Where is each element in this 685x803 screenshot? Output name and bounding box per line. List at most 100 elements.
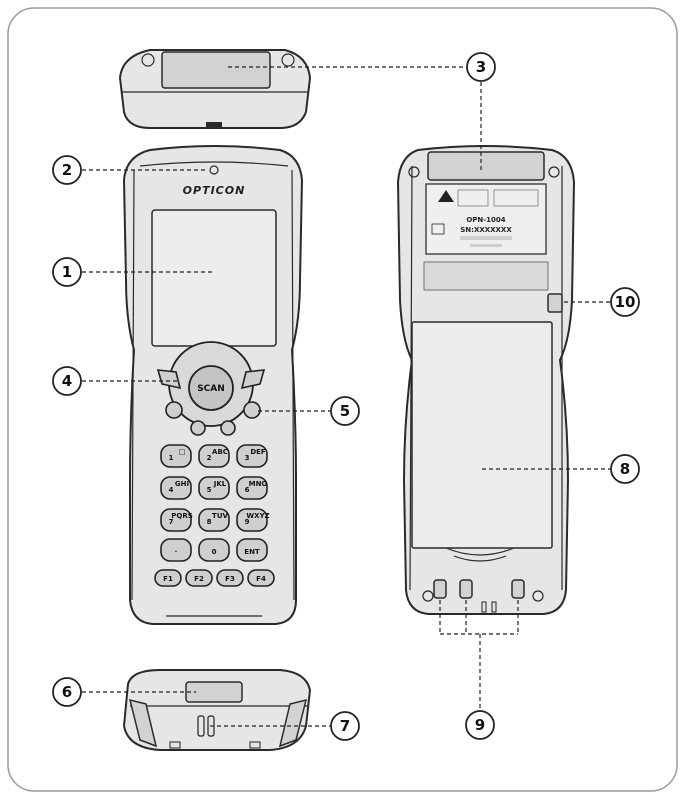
function-key-f1[interactable]: F1 [154, 569, 182, 587]
label-company-line [460, 236, 512, 240]
label-text-block-right [493, 189, 539, 207]
front-view: OPTICON SCAN 1□2ABC3DEF4GHI5JKL6MNO7PQRS… [122, 145, 304, 625]
key-cap[interactable] [160, 508, 192, 532]
battery-cover-latch [445, 547, 515, 556]
callout-number: 7 [340, 717, 350, 735]
key-cap[interactable] [236, 476, 268, 500]
callout-8: 8 [610, 454, 640, 484]
key-cap[interactable] [160, 476, 192, 500]
bottom-strap-hole-left [197, 715, 205, 737]
function-key-f2[interactable]: F2 [185, 569, 213, 587]
function-key-label: F2 [194, 575, 204, 583]
function-key-cap[interactable] [216, 569, 244, 587]
strap-hole-right [491, 601, 497, 613]
callout-2: 2 [52, 155, 82, 185]
shift-key[interactable] [165, 401, 183, 419]
bs-key[interactable] [240, 369, 266, 390]
key-cap[interactable] [236, 444, 268, 468]
key-10[interactable]: · [160, 538, 192, 562]
battery-cover[interactable] [411, 321, 553, 549]
function-key-cap[interactable] [247, 569, 275, 587]
function-key-f4[interactable]: F4 [247, 569, 275, 587]
key-sub-label: MNO [249, 480, 268, 488]
key-sub-label: □ [179, 448, 186, 456]
bottom-view [122, 669, 312, 751]
key-main-label: 8 [207, 518, 212, 526]
function-key-cap[interactable] [154, 569, 182, 587]
bottom-rib-2 [249, 741, 261, 749]
key-cap[interactable] [198, 476, 230, 500]
top-view-screw-left [141, 53, 155, 67]
callout-6: 6 [52, 677, 82, 707]
back-screw-br [532, 590, 544, 602]
function-keys: F1 F2 F3 F4 [154, 569, 275, 587]
function-key-f3[interactable]: F3 [216, 569, 244, 587]
laser-warning-icon [438, 190, 454, 202]
callout-9: 9 [465, 710, 495, 740]
key-cap[interactable] [198, 444, 230, 468]
callout-7: 7 [330, 711, 360, 741]
front-right-edge [291, 169, 295, 601]
callout-number: 3 [476, 58, 486, 76]
key-sub-label: PQRS [171, 512, 193, 520]
callout-circle [330, 711, 360, 741]
key-main-label: 9 [245, 518, 250, 526]
key-12[interactable]: ENT [236, 538, 268, 562]
function-key-label: F1 [163, 575, 173, 583]
key-cap[interactable] [198, 538, 230, 562]
key-cap[interactable] [236, 538, 268, 562]
callout-number: 9 [475, 716, 485, 734]
right-arrow-key[interactable] [220, 420, 236, 436]
label-text-block-left [457, 189, 489, 207]
callout-1: 1 [52, 257, 82, 287]
charge-contact-1 [433, 579, 447, 599]
indicator-led [209, 165, 219, 175]
serial-number: SN:XXXXXXX [460, 226, 512, 234]
charge-contact-3 [511, 579, 525, 599]
clr-key[interactable] [156, 369, 182, 390]
callout-number: 5 [340, 402, 350, 420]
key-sub-label: DEF [250, 448, 266, 456]
top-view [118, 49, 312, 129]
function-key-label: F3 [225, 575, 235, 583]
callout-circle [466, 52, 496, 82]
callout-number: 2 [62, 161, 72, 179]
key-cap[interactable] [236, 508, 268, 532]
key-11[interactable]: 0 [198, 538, 230, 562]
bottom-foot-right [278, 698, 308, 748]
key-main-label: 1 [169, 454, 174, 462]
key-sub-label: WXYZ [246, 512, 269, 520]
callout-circle [330, 396, 360, 426]
function-key-label: F4 [256, 575, 266, 583]
key-cap[interactable] [160, 538, 192, 562]
top-view-screw-right [281, 53, 295, 67]
top-view-scan-window [161, 51, 271, 89]
power-key[interactable] [243, 401, 261, 419]
callout-5: 5 [330, 396, 360, 426]
key-1[interactable]: 1□ [160, 444, 192, 468]
callout-circle [52, 257, 82, 287]
scan-button[interactable] [188, 365, 234, 411]
model-number: OPN-1004 [466, 216, 505, 224]
key-cap[interactable] [198, 508, 230, 532]
callout-number: 6 [62, 683, 72, 701]
key-main-label: 5 [207, 486, 212, 494]
scan-button-label: SCAN [197, 384, 225, 394]
callout-number: 8 [620, 460, 630, 478]
key-sub-label: JKL [213, 480, 227, 488]
left-arrow-key[interactable] [190, 420, 206, 436]
side-port[interactable] [547, 293, 563, 313]
function-key-cap[interactable] [185, 569, 213, 587]
label-origin-line [470, 244, 502, 247]
key-cap[interactable] [160, 444, 192, 468]
